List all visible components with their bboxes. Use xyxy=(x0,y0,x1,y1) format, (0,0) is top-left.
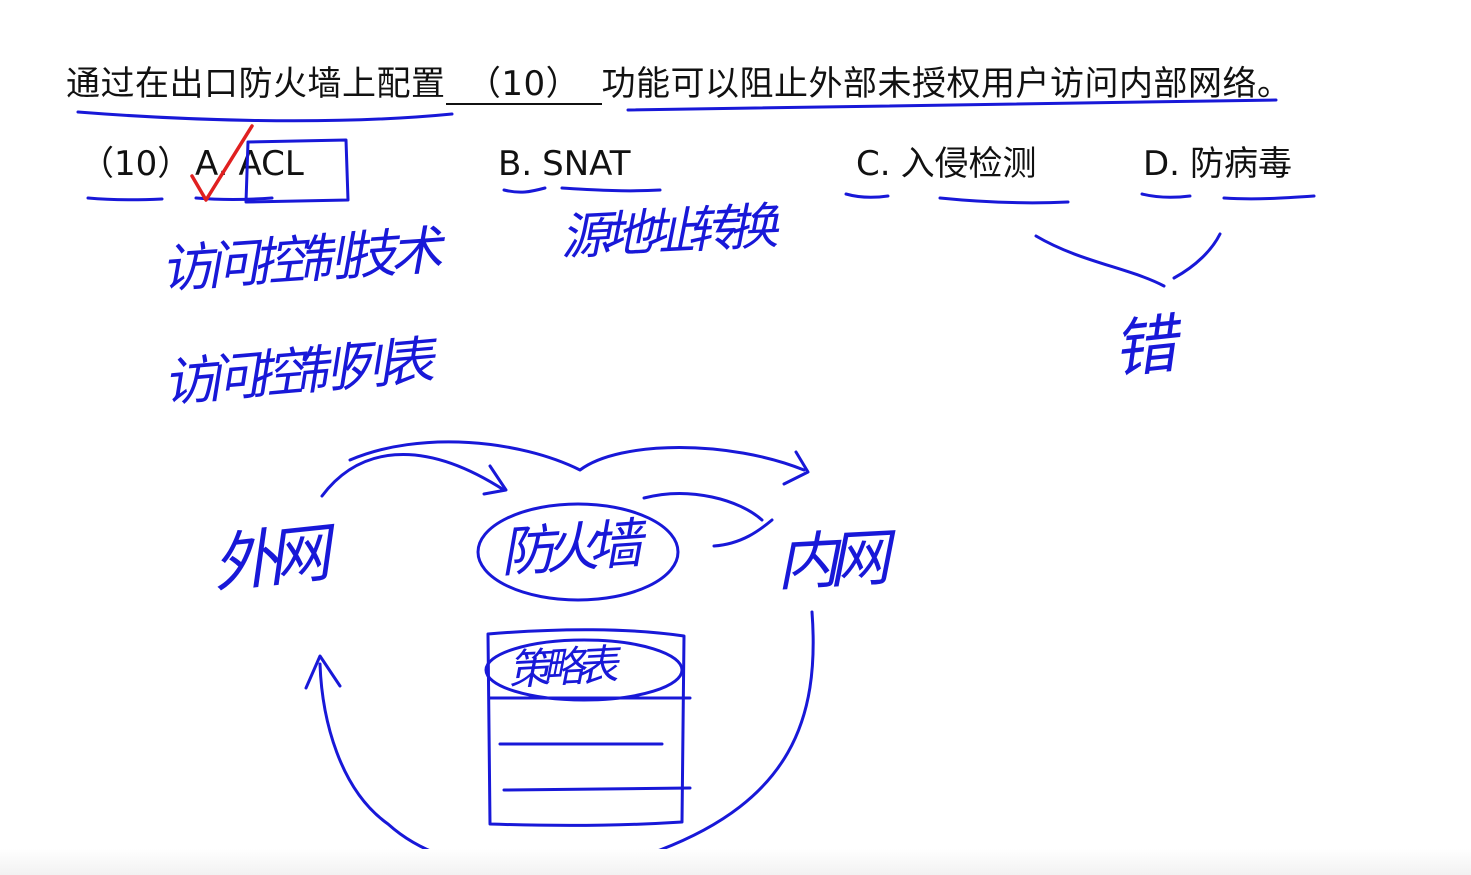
option-b-underline xyxy=(502,186,547,194)
cd-bracket-right xyxy=(1172,232,1222,280)
option-d-text-underline xyxy=(1222,194,1316,201)
arc-firewall-top xyxy=(348,440,806,472)
option-c-text-underline xyxy=(938,196,1070,205)
option-a[interactable]: A.ACL xyxy=(195,142,304,186)
option-b-text-underline xyxy=(560,186,662,193)
acl-box xyxy=(244,138,350,204)
firewall-to-inner-arrow xyxy=(712,518,774,548)
option-b-text: SNAT xyxy=(542,144,631,184)
option-d[interactable]: D.防病毒 xyxy=(1143,142,1292,186)
option-c-text: 入侵检测 xyxy=(900,144,1037,184)
policy-table-line-3 xyxy=(502,786,692,792)
question-number: （10） xyxy=(80,144,192,184)
option-c-underline xyxy=(844,192,890,199)
policy-table-label: 策略表 xyxy=(506,640,612,695)
arc-arrow-head-2 xyxy=(782,450,810,486)
arc-outer-to-firewall xyxy=(320,452,506,498)
snat-note: 源地址转换 xyxy=(558,197,772,267)
bottom-fade xyxy=(0,849,1471,875)
option-d-text: 防病毒 xyxy=(1190,144,1292,184)
firewall-ellipse xyxy=(476,502,680,602)
policy-table-outer xyxy=(486,628,686,827)
cd-wrong-note: 错 xyxy=(1108,307,1181,389)
arc-firewall-to-inner xyxy=(642,492,764,522)
option-c-letter: C. xyxy=(856,144,891,184)
firewall-label: 防火墙 xyxy=(498,512,635,585)
question-blank: （10） xyxy=(445,65,602,105)
option-a-letter: A. xyxy=(195,144,229,184)
option-b[interactable]: B.SNAT xyxy=(498,142,631,186)
option-d-underline xyxy=(1140,192,1192,199)
question-prefix: 通过在出口防火墙上配置 xyxy=(66,64,446,104)
arc-arrow-head-1 xyxy=(482,464,508,496)
outer-net-label: 外网 xyxy=(209,517,325,603)
option-d-letter: D. xyxy=(1143,144,1180,184)
inner-net-label: 内网 xyxy=(774,521,883,600)
cd-bracket xyxy=(1034,234,1166,288)
question-underline-right xyxy=(626,98,1278,112)
option-c[interactable]: C.入侵检测 xyxy=(856,142,1037,186)
question-suffix: 功能可以阻止外部未授权用户访问内部网络。 xyxy=(601,64,1292,104)
policy-table-header-ellipse xyxy=(484,638,684,702)
option-b-letter: B. xyxy=(498,144,533,184)
option-a-text: ACL xyxy=(238,144,304,184)
check-mark-icon xyxy=(190,124,254,202)
question-line: 通过在出口防火墙上配置（10）功能可以阻止外部未授权用户访问内部网络。 xyxy=(66,62,1292,106)
option-num-underline xyxy=(86,196,164,202)
option-a-underline xyxy=(194,196,274,201)
question-underline-left xyxy=(76,110,454,123)
return-arrow-head xyxy=(304,654,342,690)
